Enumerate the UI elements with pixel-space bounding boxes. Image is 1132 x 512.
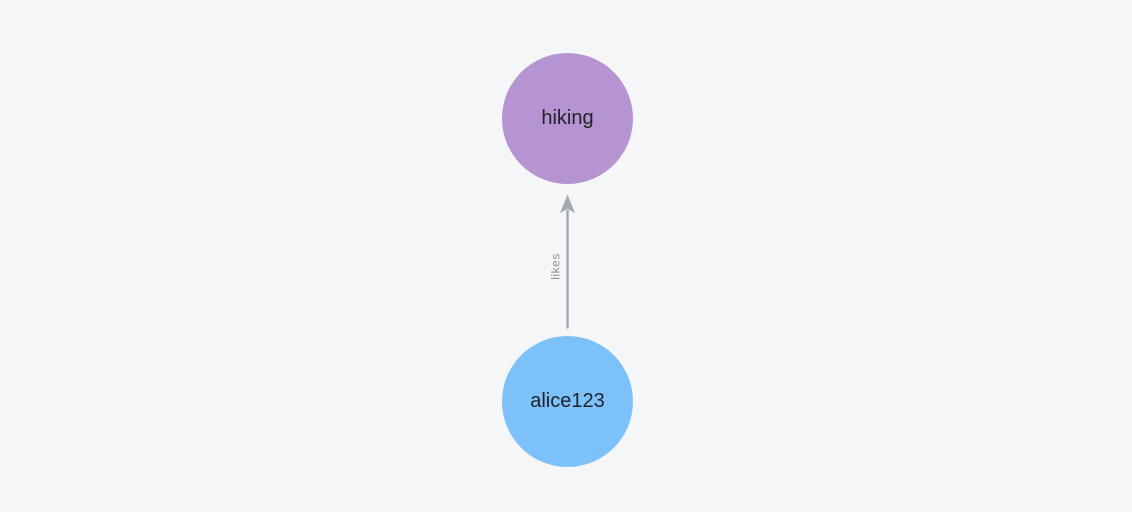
edge-likes-arrowhead-icon (560, 194, 575, 213)
node-hiking-label: hiking (541, 107, 594, 129)
node-alice123[interactable]: alice123 (502, 336, 633, 467)
edge-label-likes[interactable]: likes (548, 253, 563, 280)
node-hiking[interactable]: hiking (502, 53, 633, 184)
node-alice123-label: alice123 (530, 390, 605, 412)
